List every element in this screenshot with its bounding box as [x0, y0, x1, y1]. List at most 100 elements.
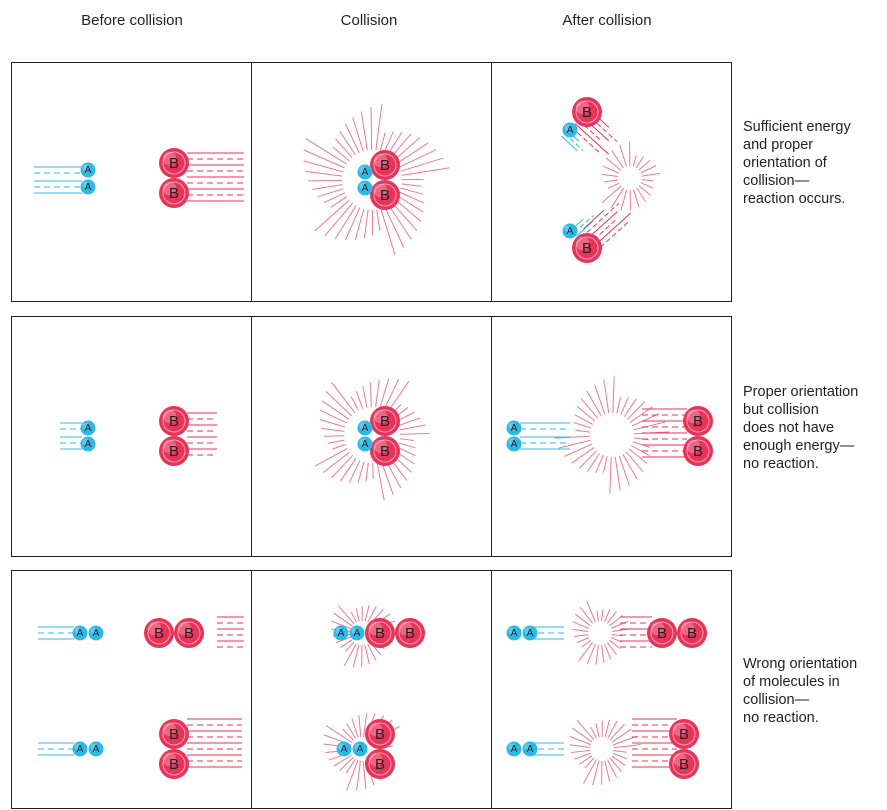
svg-text:A: A: [527, 744, 534, 755]
atom-a: A: [523, 626, 538, 641]
svg-text:B: B: [169, 726, 179, 743]
atom-b: B: [669, 749, 699, 779]
svg-text:A: A: [362, 423, 369, 434]
atom-a: A: [73, 626, 88, 641]
motion-lines: [187, 413, 217, 455]
atom-a: A: [350, 626, 365, 641]
caption-row2: Proper orientation but collision does no…: [743, 383, 887, 473]
svg-text:B: B: [679, 756, 689, 773]
atom-b: B: [159, 178, 189, 208]
atom-a: A: [507, 437, 522, 452]
svg-text:A: A: [362, 167, 369, 178]
svg-text:A: A: [85, 182, 92, 193]
atom-a: A: [358, 181, 373, 196]
atom-b: B: [370, 406, 400, 436]
atom-a: A: [337, 742, 352, 757]
header-before-collision: Before collision: [22, 12, 242, 29]
svg-text:A: A: [77, 744, 84, 755]
svg-text:B: B: [169, 413, 179, 430]
row2-before-scene: AA BB: [12, 317, 253, 558]
svg-text:B: B: [169, 443, 179, 460]
svg-text:A: A: [93, 744, 100, 755]
svg-text:B: B: [169, 756, 179, 773]
collision-burst: [569, 720, 640, 785]
svg-text:A: A: [77, 628, 84, 639]
svg-text:A: A: [85, 423, 92, 434]
atom-a: A: [81, 180, 96, 195]
motion-lines: [520, 423, 570, 449]
atom-a: A: [81, 437, 96, 452]
atom-b: B: [370, 150, 400, 180]
svg-text:B: B: [380, 187, 390, 204]
svg-text:A: A: [511, 439, 518, 450]
atom-a: A: [89, 626, 104, 641]
motion-lines: [187, 719, 242, 767]
atom-a: A: [334, 626, 349, 641]
atom-b: B: [370, 180, 400, 210]
motion-lines: [187, 153, 244, 201]
atom-b: B: [159, 406, 189, 436]
atom-a: A: [358, 421, 373, 436]
svg-text:B: B: [375, 756, 385, 773]
svg-text:B: B: [380, 157, 390, 174]
atom-a: A: [507, 742, 522, 757]
row1-before-scene: AA BB: [12, 63, 253, 303]
atom-a: A: [89, 742, 104, 757]
svg-text:A: A: [85, 165, 92, 176]
svg-text:B: B: [169, 185, 179, 202]
collision-burst: [555, 376, 669, 493]
collision-burst: [304, 104, 450, 255]
collision-burst: [602, 142, 660, 211]
svg-text:A: A: [362, 183, 369, 194]
atom-a: A: [507, 626, 522, 641]
atom-a: A: [353, 742, 368, 757]
svg-text:B: B: [582, 104, 592, 121]
atom-b: B: [144, 618, 174, 648]
svg-text:A: A: [341, 744, 348, 755]
atom-b: B: [365, 719, 395, 749]
svg-text:B: B: [154, 625, 164, 642]
atom-b: B: [395, 618, 425, 648]
header-after-collision: After collision: [497, 12, 717, 29]
svg-text:A: A: [511, 744, 518, 755]
atom-b: B: [572, 97, 602, 127]
atom-a: A: [523, 742, 538, 757]
svg-text:B: B: [380, 413, 390, 430]
motion-lines: [60, 423, 82, 449]
atom-b: B: [677, 618, 707, 648]
svg-text:A: A: [362, 439, 369, 450]
caption-row3: Wrong orientation of molecules in collis…: [743, 655, 887, 727]
atom-b: B: [365, 749, 395, 779]
motion-lines: [217, 617, 244, 647]
svg-text:A: A: [567, 125, 574, 136]
svg-text:A: A: [567, 226, 574, 237]
svg-text:B: B: [679, 726, 689, 743]
motion-lines: [34, 167, 82, 193]
atom-a: A: [563, 224, 578, 239]
svg-text:A: A: [85, 439, 92, 450]
atom-a: A: [81, 163, 96, 178]
atom-b: B: [159, 749, 189, 779]
atom-a: A: [73, 742, 88, 757]
atom-a: A: [507, 421, 522, 436]
atom-b: B: [365, 618, 395, 648]
atom-b: B: [159, 719, 189, 749]
atom-b: B: [647, 618, 677, 648]
atom-a: A: [358, 165, 373, 180]
svg-text:B: B: [657, 625, 667, 642]
collision-burst: [315, 379, 429, 501]
atom-b: B: [683, 436, 713, 466]
svg-text:B: B: [169, 155, 179, 172]
